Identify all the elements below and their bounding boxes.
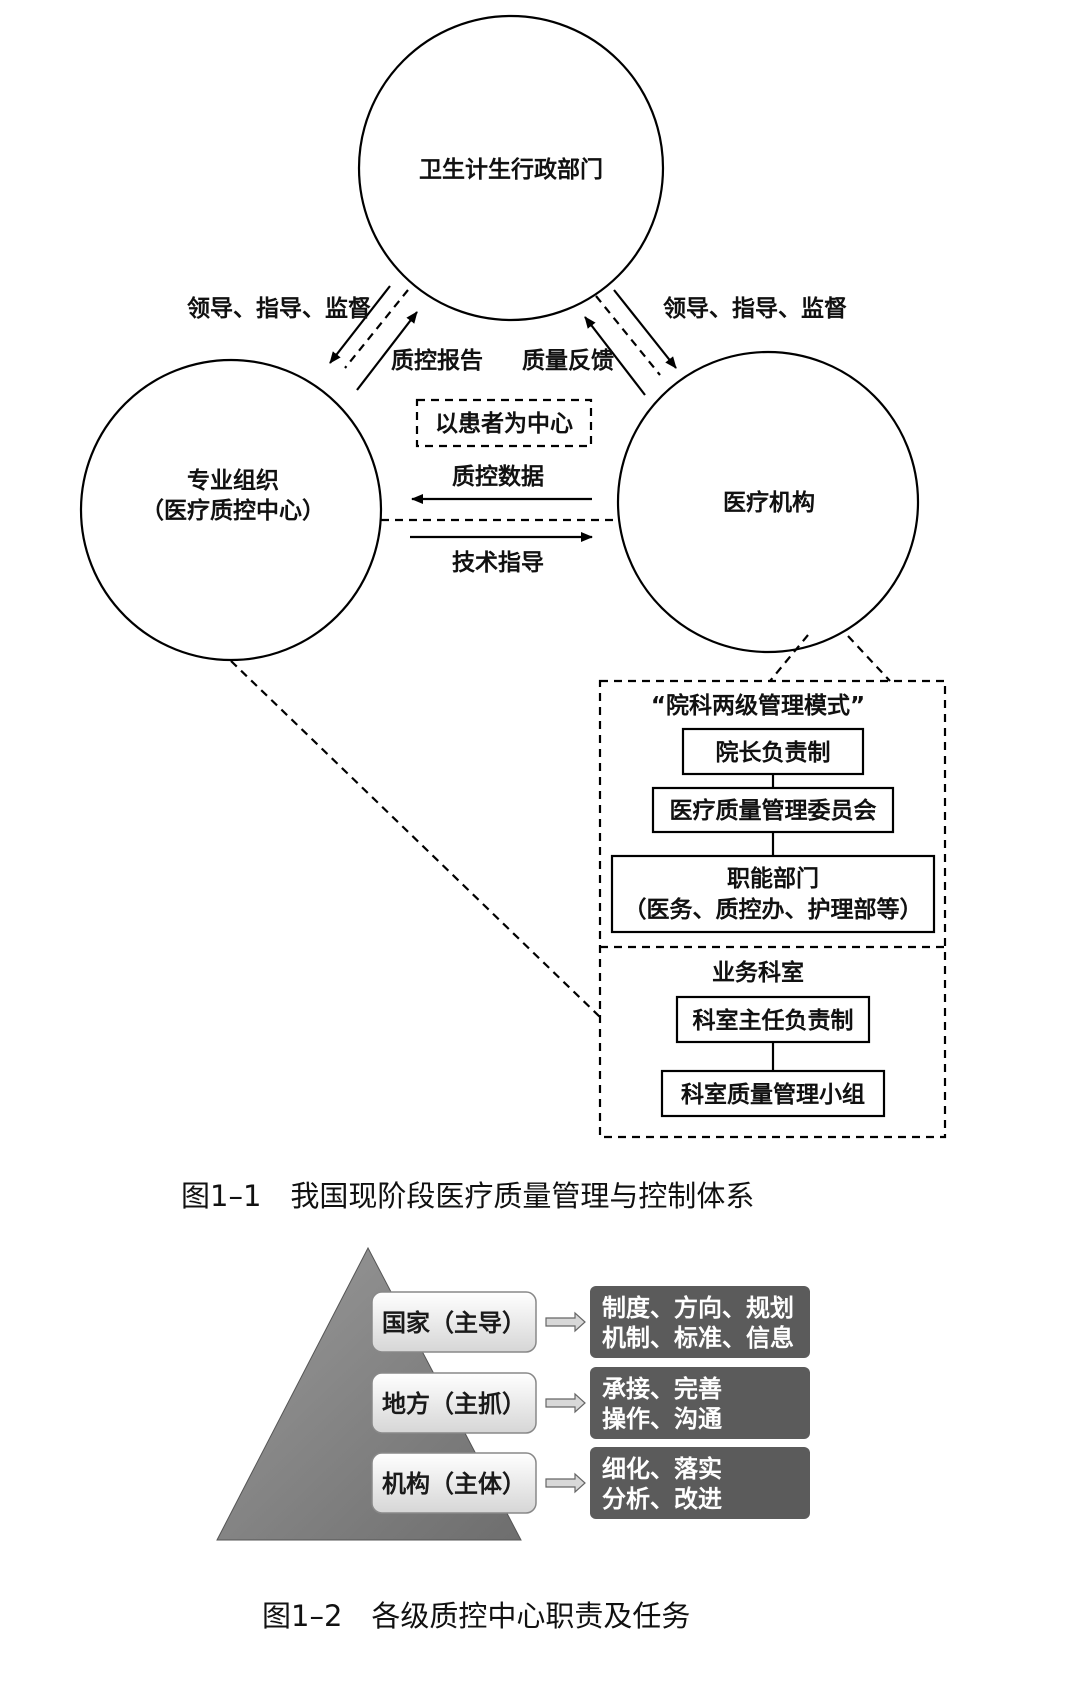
figure-1: 卫生计生行政部门 专业组织 （医疗质控中心） 医疗机构 领导、指导、监督 质控报… — [79, 14, 947, 1213]
president-responsibility-label: 院长负责制 — [716, 739, 831, 766]
level-local-label-box — [371, 1372, 537, 1434]
management-model-box — [598, 679, 947, 1139]
president-responsibility-box — [681, 727, 865, 776]
quality-committee-label: 医疗质量管理委员会 — [670, 797, 877, 824]
functional-dept-label: 职能部门 — [727, 865, 819, 892]
dept-quality-group-box — [660, 1069, 886, 1118]
qc-report-label: 质控报告 — [391, 347, 483, 374]
lead-arrow-right — [613, 289, 677, 369]
level-local-duties-1: 承接、完善 — [602, 1375, 722, 1403]
level-institution-label: 机构（主体） — [382, 1470, 526, 1498]
model-leader-left — [769, 634, 809, 682]
level-national-label: 国家（主导） — [382, 1309, 526, 1337]
lead-label-left: 领导、指导、监督 — [187, 295, 371, 322]
management-model-title: “院科两级管理模式” — [651, 692, 865, 719]
business-dept-title: 业务科室 — [712, 959, 804, 986]
level-national-duties-box — [590, 1286, 810, 1358]
tech-guidance-label: 技术指导 — [452, 550, 544, 576]
level-local-duties-box — [590, 1367, 810, 1439]
model-leader-right — [847, 635, 891, 682]
functional-dept-box — [610, 854, 936, 934]
right-link-dashed — [595, 295, 661, 376]
level-local-arrow — [545, 1392, 586, 1414]
level-institution-duties-2: 分析、改进 — [602, 1485, 722, 1513]
quality-committee-box — [651, 786, 895, 834]
level-institution-label-box — [371, 1452, 537, 1514]
health-dept-circle — [357, 14, 665, 322]
patient-center-label: 以患者为中心 — [435, 410, 573, 437]
qc-report-arrow — [356, 311, 418, 391]
medical-institution-label: 医疗机构 — [723, 489, 815, 516]
dept-quality-group-label: 科室质量管理小组 — [681, 1081, 865, 1108]
level-national-duties-2: 机制、标准、信息 — [602, 1324, 794, 1352]
quality-feedback-arrow — [584, 316, 646, 396]
professional-org-sublabel: （医疗质控中心） — [141, 497, 325, 524]
professional-org-label: 专业组织 — [187, 467, 279, 494]
level-local-label: 地方（主抓） — [382, 1390, 526, 1418]
medical-institution-circle — [616, 350, 920, 654]
health-dept-label: 卫生计生行政部门 — [419, 156, 603, 183]
quality-feedback-label: 质量反馈 — [522, 347, 614, 374]
professional-org-circle — [79, 358, 383, 662]
patient-center-box — [415, 398, 593, 448]
dept-director-label: 科室主任负责制 — [693, 1007, 854, 1034]
level-national-arrow — [545, 1311, 586, 1333]
dept-leader-line — [230, 660, 601, 1018]
functional-dept-sublabel: （医务、质控办、护理部等） — [624, 896, 923, 923]
figure-2-caption: 图1–2 各级质控中心职责及任务 — [262, 1599, 690, 1633]
qc-data-label: 质控数据 — [452, 463, 544, 490]
level-national-label-box — [371, 1291, 537, 1353]
left-link-dashed — [344, 289, 409, 369]
lead-label-right: 领导、指导、监督 — [663, 295, 847, 322]
level-institution-duties-box — [590, 1447, 810, 1519]
level-institution-arrow — [545, 1472, 586, 1494]
level-institution-duties-1: 细化、落实 — [602, 1455, 722, 1483]
level-national-duties-1: 制度、方向、规划 — [602, 1294, 794, 1322]
level-local-duties-2: 操作、沟通 — [602, 1405, 722, 1433]
figure-1-caption: 图1–1 我国现阶段医疗质量管理与控制体系 — [181, 1179, 754, 1213]
figure-2: 国家（主导） 制度、方向、规划 机制、标准、信息 地方（主抓） 承接、完善 操作… — [216, 1246, 810, 1633]
lead-arrow-left — [329, 285, 391, 364]
